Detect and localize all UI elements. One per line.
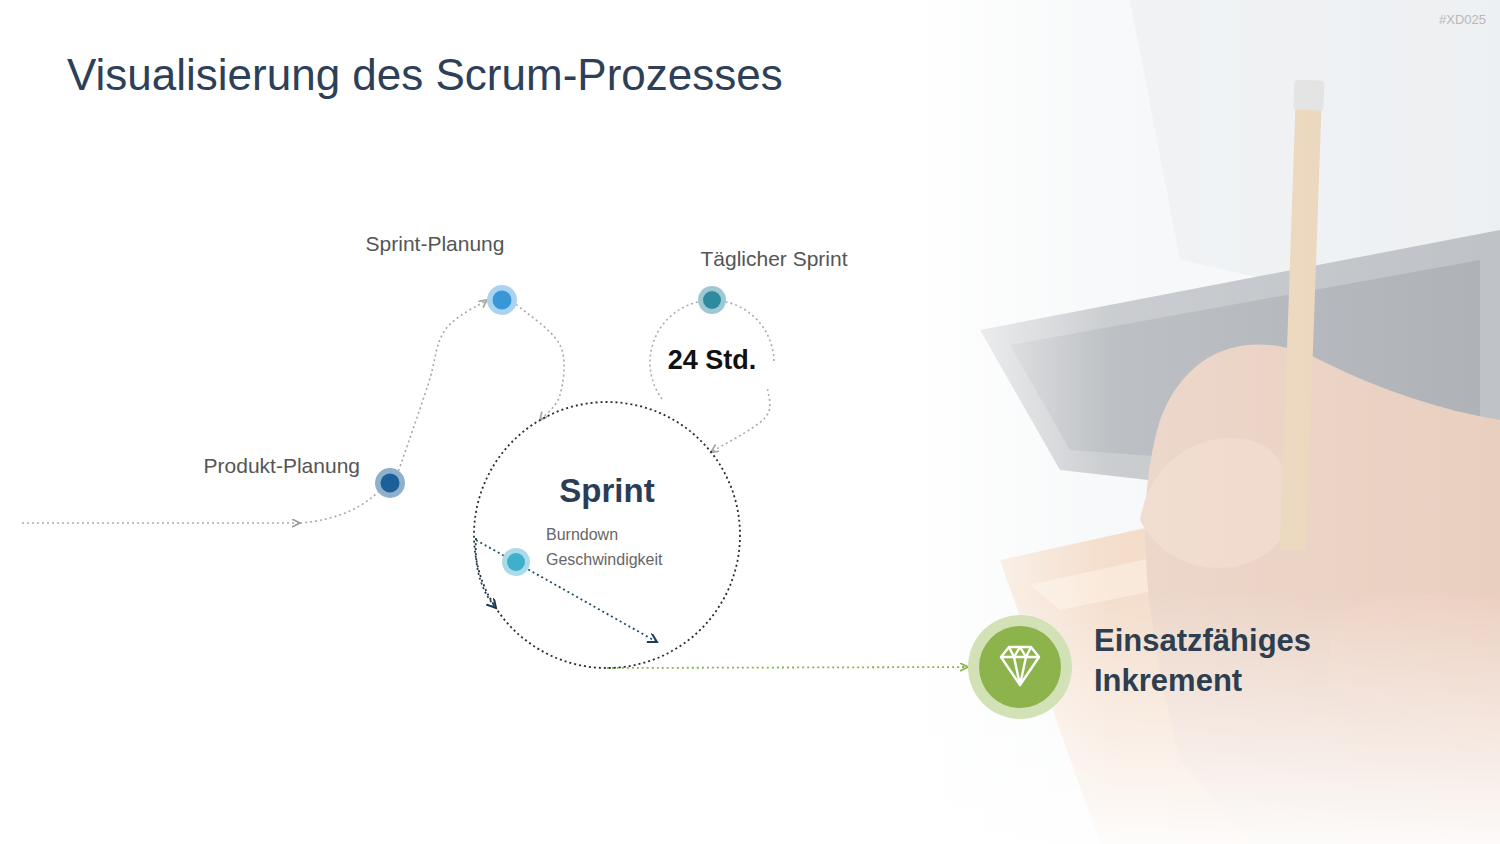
watermark: #XD025 <box>1439 12 1486 27</box>
milestone-node: Produkt-Planung <box>375 468 405 498</box>
diamond-facets <box>1001 647 1039 685</box>
node-label: Produkt-Planung <box>204 454 360 478</box>
dot-ring <box>375 468 405 498</box>
photo-scene <box>900 0 1500 844</box>
badge-ring <box>968 615 1072 719</box>
dot-core <box>703 291 721 309</box>
increment-badge <box>968 615 1072 719</box>
photo-fade <box>900 0 1500 844</box>
photo-fade <box>900 0 1500 844</box>
metric-dot <box>507 553 525 571</box>
node-label: Einsatzfähiges Inkrement <box>1094 621 1364 701</box>
badge-core <box>979 626 1061 708</box>
node-detail: Burndown Geschwindigkeit <box>546 522 674 572</box>
milestone-dot <box>375 468 405 498</box>
white-area <box>0 0 900 844</box>
dot-core <box>493 291 512 310</box>
loop-arc <box>650 300 774 399</box>
node-label: Sprint <box>474 472 740 510</box>
milestone-dot <box>487 285 517 315</box>
increment-node: Einsatzfähiges Inkrement <box>968 615 1072 719</box>
entry-line <box>300 492 378 523</box>
daily-loop-node: Täglicher Sprint24 Std. <box>650 300 774 424</box>
diamond-icon <box>1001 647 1039 685</box>
diamond-shape <box>1001 647 1039 685</box>
photo-fade <box>880 0 960 844</box>
metric-dot <box>502 548 530 576</box>
node-detail: 24 Std. <box>650 345 774 376</box>
flow-connector <box>516 305 564 421</box>
entry-line <box>22 522 300 524</box>
slide-title: Visualisierung des Scrum-Prozesses <box>67 50 783 100</box>
milestone-node: Sprint-Planung <box>487 285 517 315</box>
dot-ring <box>698 286 726 314</box>
flow-connector <box>711 389 770 452</box>
sprint-node: SprintBurndown Geschwindigkeit <box>474 402 740 668</box>
node-label: Täglicher Sprint <box>664 247 884 271</box>
node-label: Sprint-Planung <box>335 232 535 256</box>
dot-core <box>381 474 400 493</box>
flow-connector <box>399 300 487 471</box>
sprint-ring <box>474 402 740 668</box>
flow-connector <box>607 667 968 668</box>
burndown-arrow <box>476 538 496 608</box>
dot-ring <box>487 285 517 315</box>
